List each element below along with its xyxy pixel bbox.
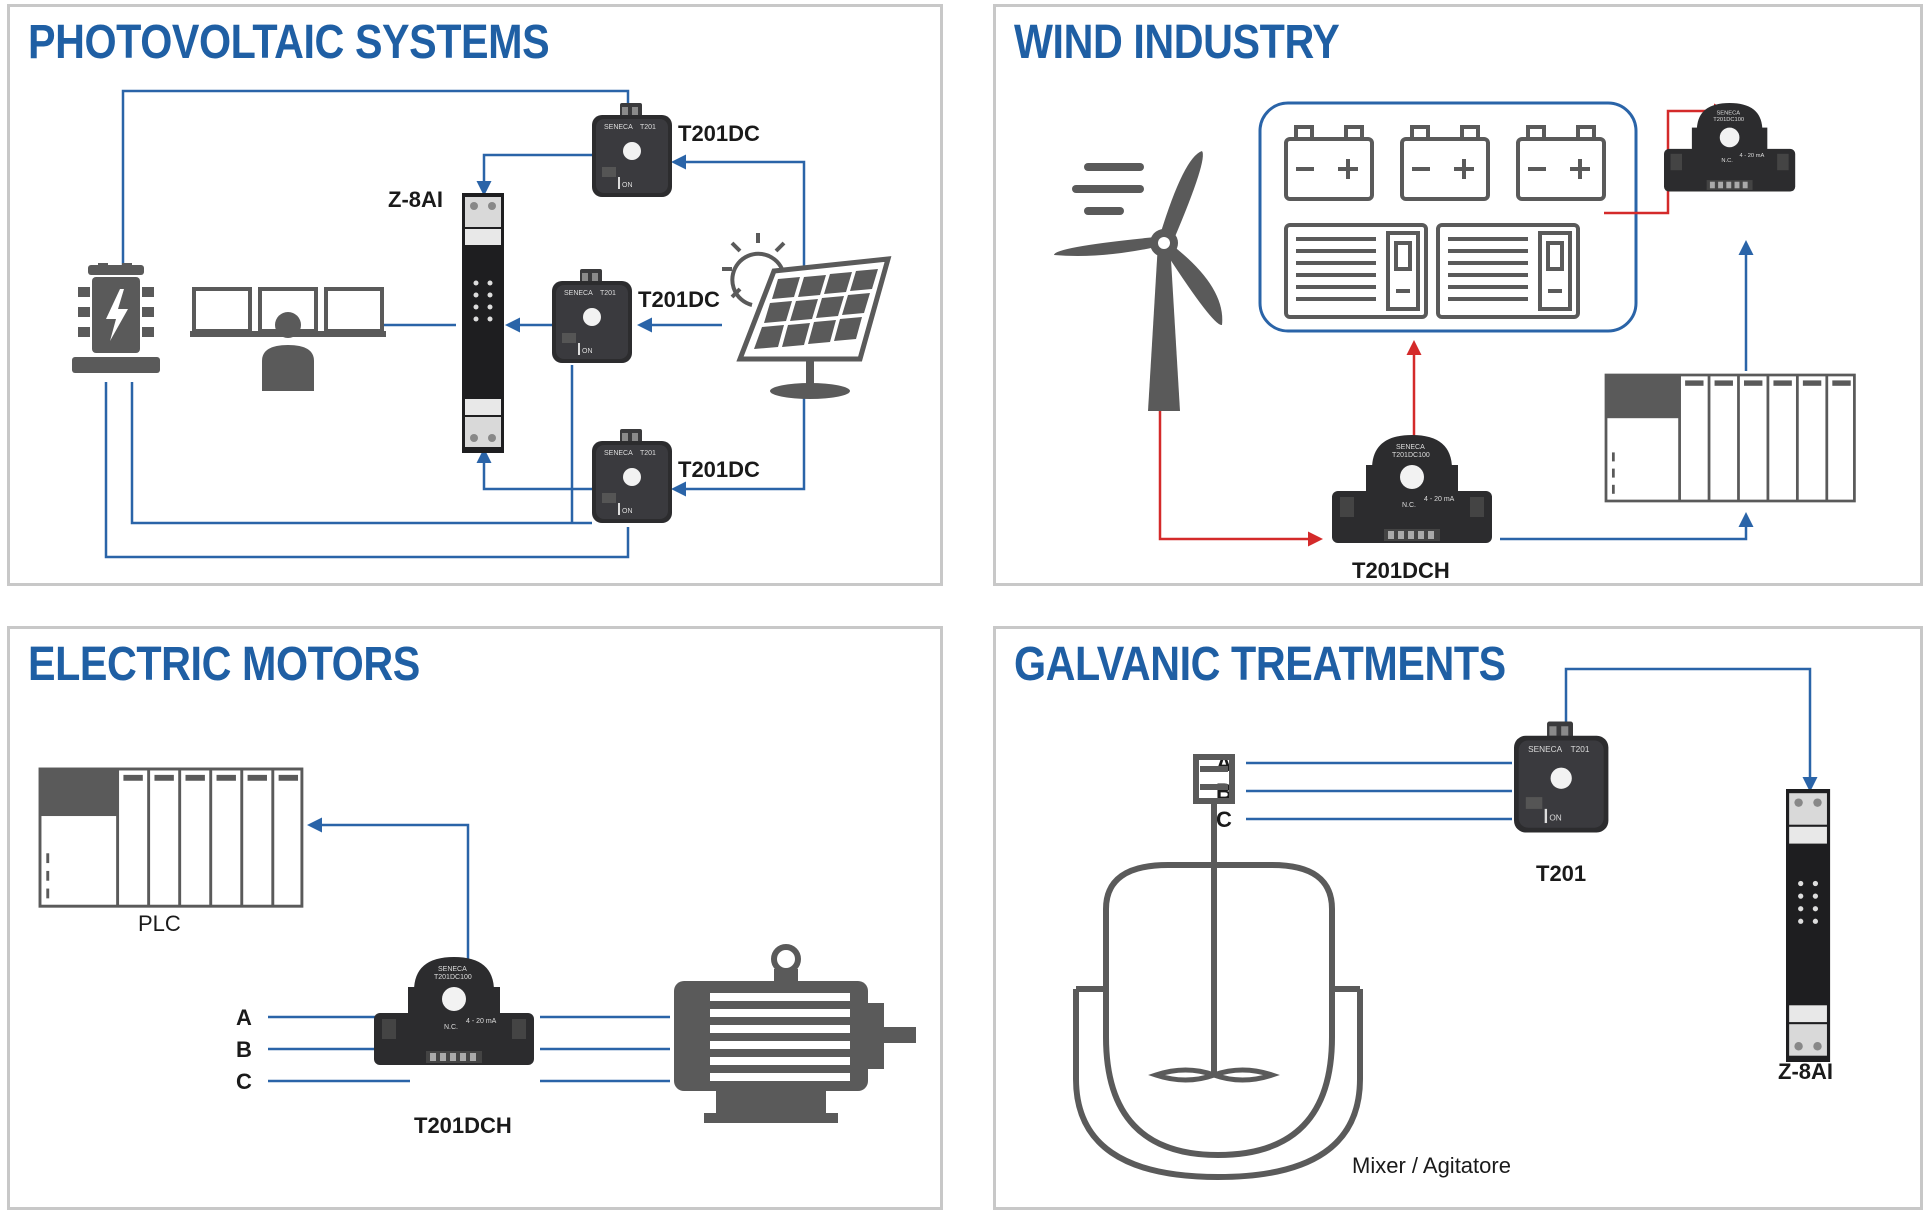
storage-enclosure	[1258, 101, 1638, 333]
electric-motor-icon	[674, 944, 916, 1123]
motors-signal-wire	[307, 817, 470, 969]
wind-blue-wires	[1500, 240, 1754, 541]
panel-motors: ELECTRIC MOTORS PLC A B C T201DCH	[7, 626, 943, 1210]
panel-photovoltaic: PHOTOVOLTAIC SYSTEMS	[7, 4, 943, 586]
wind-diagram: T201DCH	[1054, 101, 1856, 583]
phase-c-label: C	[236, 1069, 252, 1094]
panel-wind: WIND INDUSTRY	[993, 4, 1923, 586]
z8ai-module-icon	[462, 193, 504, 453]
t201dch-sensor-icon	[1332, 435, 1492, 543]
galvanic-phase-wires	[1246, 761, 1512, 821]
transformer-icon	[72, 263, 160, 373]
t201-label: T201	[1536, 861, 1586, 886]
photovoltaic-diagram: Z-8AI T201DC T201DC T201DC	[72, 89, 892, 559]
panel-title-motors: ELECTRIC MOTORS	[28, 638, 420, 691]
t201dc-sensor-top-icon	[592, 103, 672, 197]
plc-rack-icon	[1604, 373, 1856, 503]
z8ai-module-icon	[1786, 789, 1831, 1062]
wind-turbine-icon	[1054, 151, 1223, 411]
motors-diagram: PLC A B C T201DCH	[38, 767, 916, 1138]
t201dch-label: T201DCH	[414, 1113, 512, 1138]
t201dc-mid-label: T201DC	[638, 287, 720, 312]
sun-icon	[722, 233, 786, 307]
galvanic-diagram: A B C T201 Z-8AI Mixer / Agitatore	[1073, 667, 1833, 1181]
battery-icon	[1284, 125, 1606, 201]
galvanic-signal-wire	[1564, 667, 1818, 792]
t201dch-label: T201DCH	[1352, 558, 1450, 583]
t201dch-sensor-top-icon	[1664, 103, 1796, 192]
plc-label: PLC	[138, 911, 181, 936]
inverter-icon	[1284, 223, 1580, 319]
panel-title-photovoltaic: PHOTOVOLTAIC SYSTEMS	[28, 16, 550, 69]
t201dch-sensor-icon	[374, 957, 534, 1065]
mixer-label: Mixer / Agitatore	[1352, 1153, 1511, 1178]
t201dc-bot-label: T201DC	[678, 457, 760, 482]
monitors-operator-icon	[190, 287, 386, 391]
solar-panel-icon	[736, 256, 892, 399]
panel-galvanic: GALVANIC TREATMENTS A B C T201 Z-8AI	[993, 626, 1923, 1210]
mixer-tank-icon	[1073, 754, 1363, 1181]
photovoltaic-wires	[104, 89, 806, 559]
z8ai-label: Z-8AI	[1778, 1059, 1833, 1084]
phase-b-label: B	[236, 1037, 252, 1062]
phase-c-label: C	[1216, 807, 1232, 832]
phase-a-label: A	[236, 1005, 252, 1030]
t201dc-sensor-bot-icon	[592, 429, 672, 523]
z8ai-label: Z-8AI	[388, 187, 443, 212]
t201dc-sensor-mid-icon	[552, 269, 632, 363]
plc-rack-icon	[38, 767, 304, 908]
t201dc-top-label: T201DC	[678, 121, 760, 146]
panel-title-wind: WIND INDUSTRY	[1014, 16, 1340, 69]
t201-sensor-icon	[1514, 721, 1609, 833]
panel-title-galvanic: GALVANIC TREATMENTS	[1014, 638, 1506, 691]
